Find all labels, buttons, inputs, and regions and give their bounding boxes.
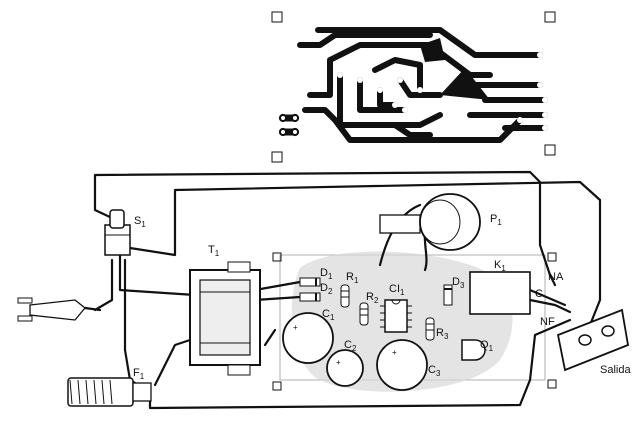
- salida-label: Salida: [600, 364, 631, 376]
- q1-label: Q1: [480, 339, 494, 353]
- svg-text:+: +: [392, 348, 397, 357]
- fuse-holder-f1: F1: [67, 367, 152, 407]
- output-terminal-block: Salida: [556, 308, 631, 376]
- t1-label: T1: [208, 244, 220, 258]
- resistor-r3: R3: [425, 317, 449, 341]
- relay-k1: K1 NA C NF: [469, 259, 564, 328]
- resistor-r2: R2: [359, 291, 379, 326]
- d3-label: D3: [452, 276, 465, 290]
- capacitor-c2: + C2: [326, 339, 364, 387]
- diode-d3: D3: [443, 276, 465, 306]
- diode-d1: D1: [299, 267, 333, 287]
- resistor-r1: R1: [340, 271, 359, 308]
- c-terminal-label: C: [535, 288, 543, 300]
- d2-label: D2: [320, 282, 333, 296]
- k1-label: K1: [494, 259, 506, 273]
- registration-mark: [544, 11, 556, 23]
- s1-label: S1: [134, 215, 146, 229]
- svg-text:+: +: [293, 323, 298, 332]
- r2-label: R2: [366, 291, 379, 305]
- registration-mark: [544, 144, 556, 156]
- wiring: [93, 170, 602, 410]
- integrated-circuit-ci1: CI1: [380, 283, 412, 333]
- capacitor-c3: + C3: [376, 339, 441, 391]
- svg-text:+: +: [336, 358, 341, 367]
- p1-label: P1: [490, 213, 502, 227]
- diode-d2: D2: [299, 282, 333, 302]
- registration-mark: [271, 151, 283, 163]
- c2-label: C2: [344, 339, 357, 353]
- c3-label: C3: [428, 364, 441, 378]
- registration-mark: [271, 11, 283, 23]
- na-terminal-label: NA: [548, 271, 564, 283]
- f1-label: F1: [133, 367, 145, 381]
- nf-terminal-label: NF: [540, 316, 555, 328]
- copper-pad-triangle: [440, 68, 490, 100]
- potentiometer-p1: P1: [379, 193, 502, 251]
- transformer-t1: T1: [189, 244, 261, 376]
- r1-label: R1: [346, 271, 359, 285]
- ci1-label: CI1: [389, 283, 405, 297]
- switch-s1: S1: [104, 209, 146, 256]
- capacitor-c1: + C1: [282, 308, 335, 364]
- r3-label: R3: [436, 327, 449, 341]
- power-plug: [17, 297, 102, 322]
- d1-label: D1: [320, 267, 333, 281]
- pcb-artwork: [271, 11, 556, 163]
- transistor-q1: Q1: [461, 339, 494, 361]
- c1-label: C1: [322, 308, 335, 322]
